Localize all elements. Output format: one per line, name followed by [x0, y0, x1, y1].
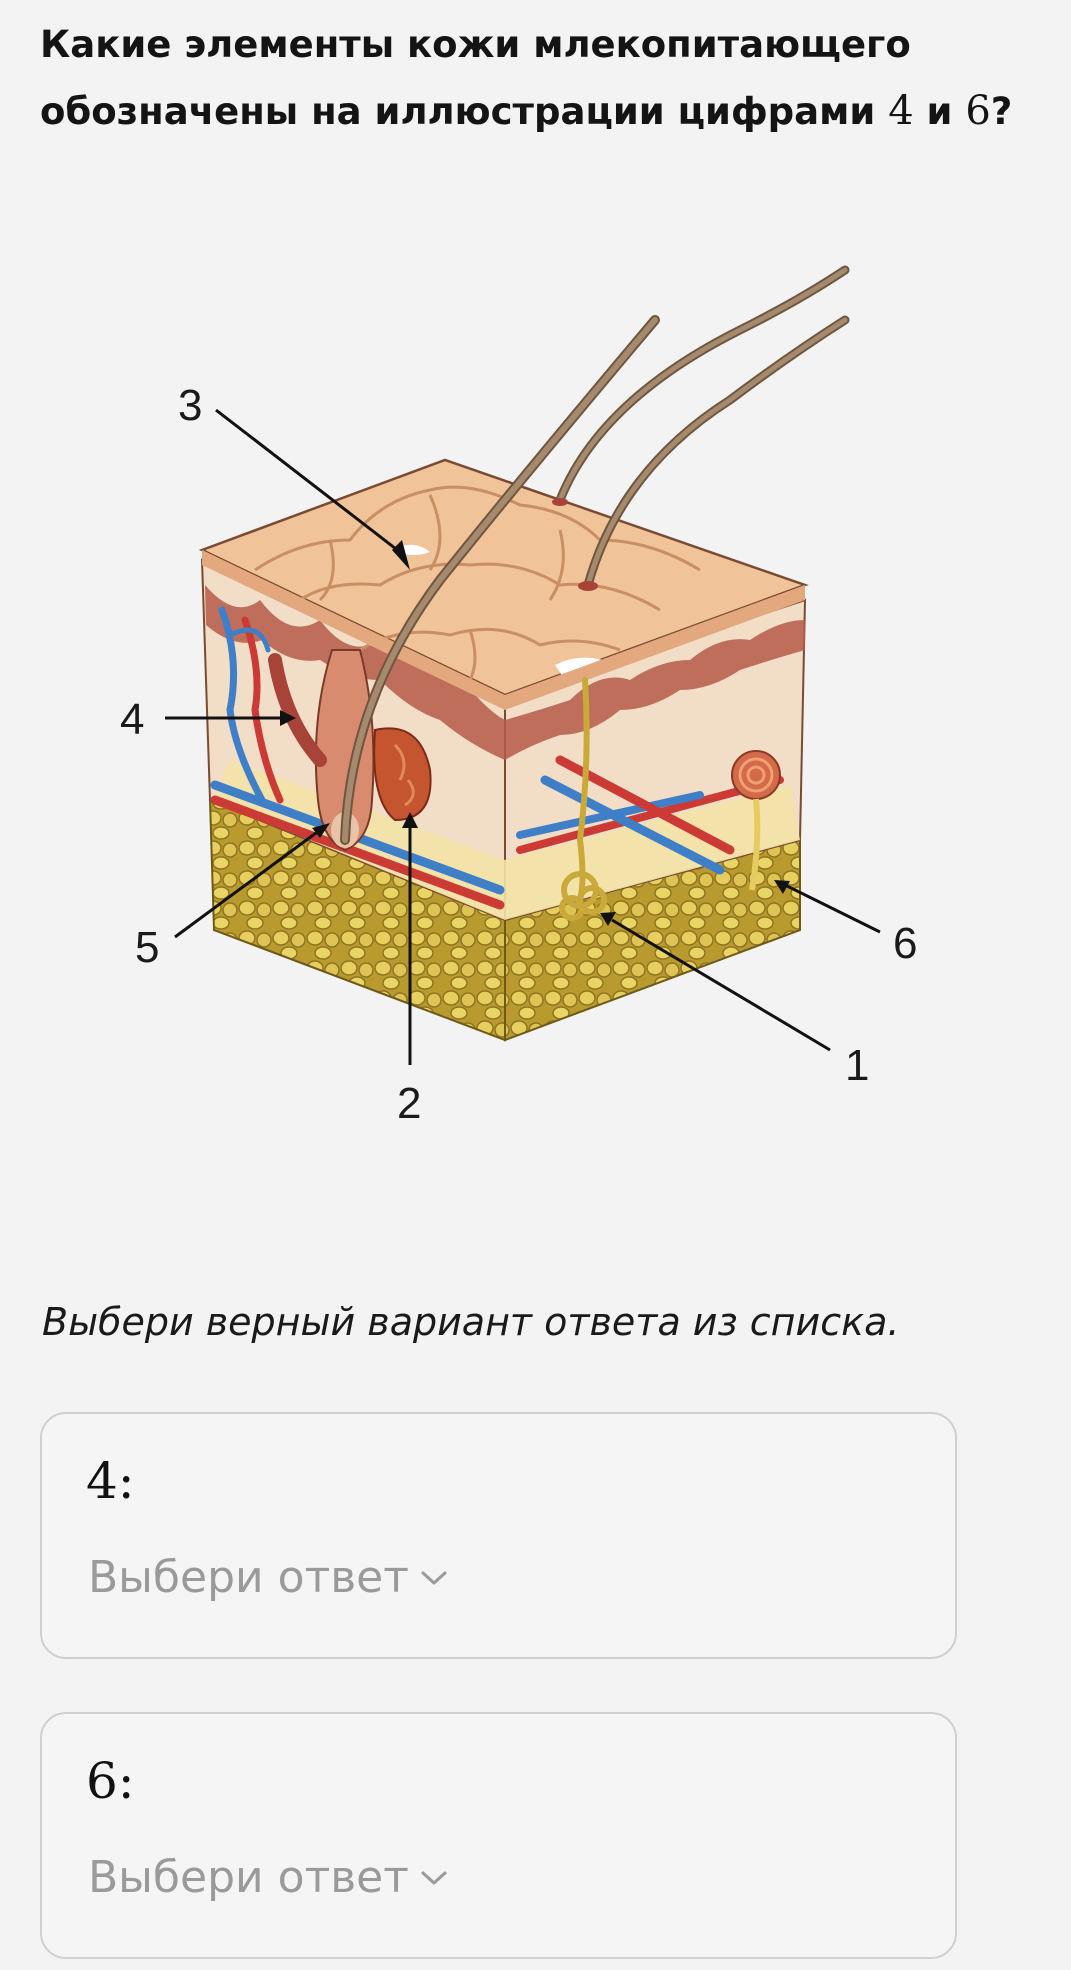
answer-select-6[interactable]: Выбери ответ — [88, 1852, 449, 1903]
question-number-b: 6 — [965, 88, 991, 134]
pointer-lines — [165, 408, 881, 1065]
instruction-text: Выбери верный вариант ответа из списка. — [42, 1300, 900, 1344]
hair-follicle — [268, 649, 432, 852]
question-mark: ? — [990, 90, 1013, 133]
answer-label-6: 6: — [86, 1752, 135, 1810]
question-title: Какие элементы кожи млекопитающего обозн… — [40, 12, 1040, 145]
answer-card-4: 4: Выбери ответ — [40, 1412, 957, 1659]
answer-select-4[interactable]: Выбери ответ — [88, 1552, 449, 1603]
epidermis-surface — [198, 458, 809, 710]
skin-illustration: 3 4 5 2 1 6 — [0, 240, 1071, 1140]
answer-card-6: 6: Выбери ответ — [40, 1712, 957, 1959]
answer-select-6-placeholder: Выбери ответ — [88, 1852, 409, 1903]
chevron-down-icon — [421, 1871, 447, 1884]
hairs — [340, 265, 850, 845]
question-number-a: 4 — [888, 88, 914, 134]
figure-label-2: 2 — [397, 1079, 421, 1128]
sweat-gland — [559, 677, 607, 921]
lamellar-corpuscle — [731, 750, 781, 891]
question-conjunction: и — [926, 90, 953, 133]
figure-label-5: 5 — [135, 923, 159, 972]
figure-label-4: 4 — [120, 695, 144, 744]
figure-label-1: 1 — [845, 1041, 869, 1090]
chevron-down-icon — [421, 1571, 447, 1584]
question-text: Какие элементы кожи млекопитающего обозн… — [40, 23, 911, 133]
answer-label-4: 4: — [86, 1452, 135, 1510]
pointer-arrowheads — [280, 540, 790, 926]
answer-select-4-placeholder: Выбери ответ — [88, 1552, 409, 1603]
figure-label-6: 6 — [893, 919, 917, 968]
figure-label-3: 3 — [178, 381, 202, 430]
